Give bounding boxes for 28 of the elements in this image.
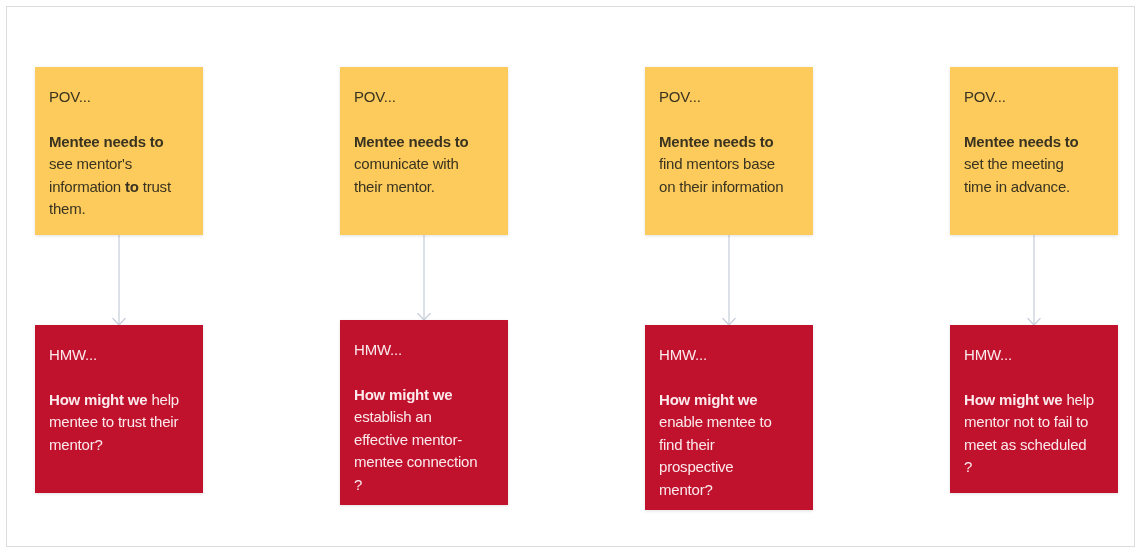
note-heading: HMW... <box>659 345 708 365</box>
pov-note <box>35 67 203 235</box>
pov-note <box>645 67 813 235</box>
arrow <box>721 234 737 326</box>
note-text: How might we establish an effective mentor-mentee connection ? <box>354 384 479 495</box>
note-heading: POV... <box>354 87 397 107</box>
note-heading: POV... <box>49 87 92 107</box>
note-heading: HMW... <box>49 345 98 365</box>
note-text: How might we help mentee to trust their mentor? <box>49 389 179 455</box>
hmw-note <box>950 325 1118 493</box>
note-text: Mentee needs to set the meeting time in advance. <box>964 131 1080 197</box>
note-heading: HMW... <box>354 340 403 360</box>
pov-note <box>950 67 1118 235</box>
hmw-note <box>645 325 813 510</box>
hmw-note <box>35 325 203 493</box>
arrow <box>416 234 432 321</box>
note-text: How might we enable mentee to find their prospective mentor? <box>659 389 773 500</box>
note-text: How might we help mentor not to fail to meet as scheduled ? <box>964 389 1094 477</box>
arrow <box>1026 234 1042 326</box>
note-text: Mentee needs to comunicate with their mentor. <box>354 131 470 197</box>
pov-note <box>340 67 508 235</box>
note-text: Mentee needs to find mentors base on their information <box>659 131 785 197</box>
note-heading: POV... <box>964 87 1007 107</box>
hmw-note <box>340 320 508 505</box>
note-heading: POV... <box>659 87 702 107</box>
note-text: Mentee needs to see mentor's information to trust them. <box>49 131 172 219</box>
arrow <box>111 234 127 326</box>
note-heading: HMW... <box>964 345 1013 365</box>
